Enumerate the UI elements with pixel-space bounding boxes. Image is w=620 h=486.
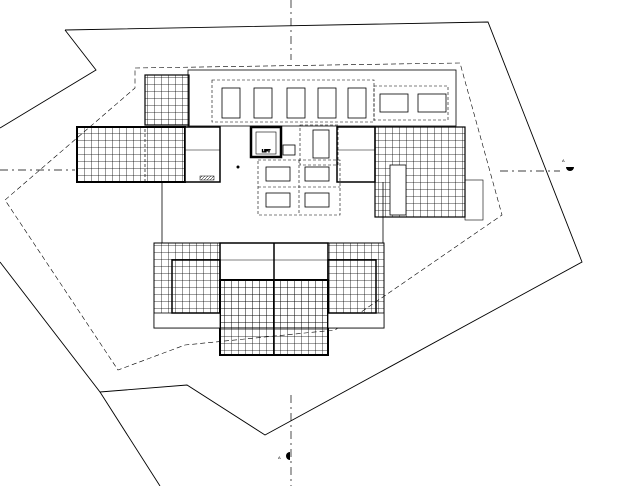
lift-label: LIFT	[262, 148, 271, 153]
axis-lines	[0, 0, 560, 486]
left-wing	[76, 126, 221, 183]
right-wing	[336, 126, 484, 221]
lower-wing	[153, 242, 385, 356]
section-marker-bottom: A	[278, 452, 290, 460]
svg-text:A: A	[562, 158, 565, 163]
section-marker-right: A	[562, 158, 574, 171]
setback-line	[4, 62, 503, 371]
site-boundary	[0, 21, 583, 486]
central-block	[161, 182, 384, 243]
svg-text:A: A	[278, 455, 281, 460]
core: LIFT	[236, 124, 341, 216]
top-terrace	[144, 69, 457, 127]
